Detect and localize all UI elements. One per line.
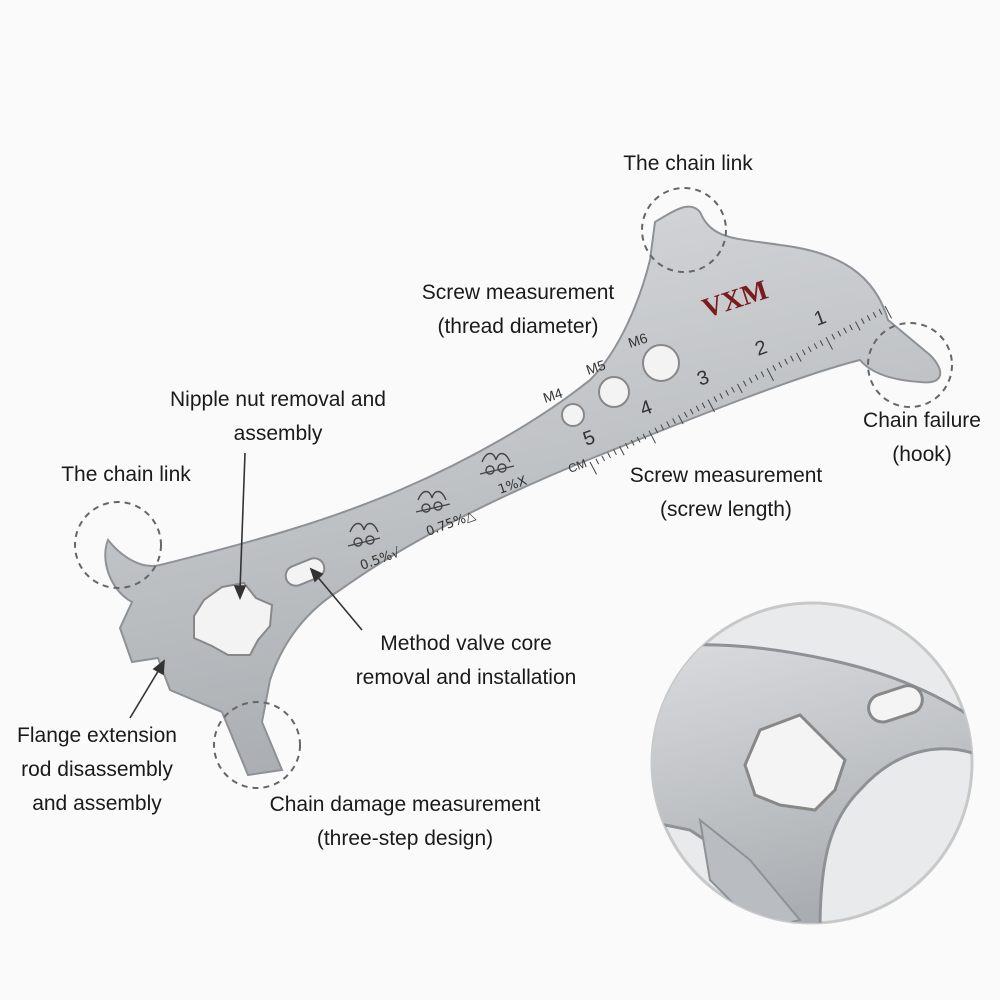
ruler-tick bbox=[636, 436, 641, 443]
ruler-tick bbox=[666, 421, 670, 427]
ruler-tick bbox=[695, 405, 700, 412]
highlight-circle-step bbox=[213, 701, 301, 789]
m6-label: M6 bbox=[626, 330, 650, 351]
label-line: (screw length) bbox=[660, 498, 792, 521]
ruler-tick bbox=[790, 355, 794, 362]
ruler-tick bbox=[831, 333, 836, 340]
wear-icon-1 bbox=[479, 452, 515, 475]
ruler-tick bbox=[855, 321, 861, 331]
ruler-tick bbox=[713, 396, 718, 403]
wear-icon-05 bbox=[347, 522, 381, 547]
label-line: The chain link bbox=[61, 463, 191, 486]
ruler-tick bbox=[872, 312, 877, 318]
label-chain-link-left: The chain link bbox=[46, 458, 206, 492]
label-line: Chain damage measurement bbox=[269, 793, 541, 816]
ruler-tick bbox=[607, 452, 611, 459]
wear-icon-075 bbox=[415, 490, 451, 513]
m4-label: M4 bbox=[541, 385, 565, 406]
ruler-tick bbox=[701, 402, 706, 409]
label-chain-damage: Chain damage measurement (three-step des… bbox=[240, 788, 570, 856]
label-screw-length: Screw measurement (screw length) bbox=[608, 459, 844, 527]
ruler-tick bbox=[748, 377, 753, 384]
label-line: (hook) bbox=[892, 443, 952, 466]
label-line: The chain link bbox=[623, 152, 753, 175]
ruler-tick bbox=[843, 327, 847, 334]
tool-body bbox=[104, 205, 942, 777]
ruler-tick bbox=[654, 427, 659, 434]
label-valve-core: Method valve core removal and installati… bbox=[332, 627, 600, 695]
ruler-tick bbox=[731, 386, 735, 393]
ruler-tick bbox=[725, 390, 729, 396]
ruler-tick bbox=[878, 308, 883, 315]
ruler-tick bbox=[601, 455, 606, 462]
label-line: Nipple nut removal and bbox=[170, 388, 386, 411]
ruler-tick bbox=[624, 443, 629, 449]
ruler-tick bbox=[737, 383, 743, 394]
ruler-tick bbox=[813, 343, 818, 349]
ruler-tick bbox=[866, 315, 871, 321]
ruler-tick bbox=[589, 461, 597, 475]
highlight-circle-left-hook bbox=[74, 501, 162, 589]
m5-label: M5 bbox=[584, 357, 608, 378]
label-line: Flange extension bbox=[17, 724, 177, 747]
label-line: Chain failure bbox=[863, 409, 981, 432]
ruler-tick bbox=[778, 361, 783, 368]
label-line: rod disassembly bbox=[21, 758, 173, 781]
ruler-scale bbox=[589, 305, 892, 475]
label-line: and assembly bbox=[32, 792, 162, 815]
m4-hole bbox=[561, 403, 585, 427]
ruler-tick bbox=[772, 365, 777, 371]
ruler-tick bbox=[766, 368, 774, 382]
ruler-unit: CM bbox=[566, 456, 588, 476]
ruler-tick bbox=[742, 380, 747, 387]
zoom-inset bbox=[652, 643, 972, 923]
label-line: Method valve core bbox=[380, 632, 552, 655]
ruler-tick bbox=[648, 430, 656, 444]
label-chain-failure: Chain failure (hook) bbox=[852, 404, 992, 472]
ruler-tick bbox=[630, 439, 635, 446]
pointer-arrow-valve bbox=[309, 567, 363, 631]
m6-hole bbox=[642, 344, 680, 382]
ruler-tick bbox=[837, 330, 842, 337]
ruler-tick bbox=[825, 336, 833, 350]
ruler-tick bbox=[801, 349, 806, 356]
ruler-tick bbox=[689, 408, 694, 415]
ruler-tick bbox=[884, 305, 892, 319]
label-line: assembly bbox=[233, 422, 323, 445]
ruler-tick bbox=[719, 393, 724, 399]
label-screw-diameter: Screw measurement (thread diameter) bbox=[398, 276, 638, 344]
ruler-tick bbox=[642, 433, 647, 440]
ruler-tick bbox=[683, 411, 688, 418]
ruler-tick bbox=[619, 446, 625, 456]
nipple-nut-hole bbox=[193, 581, 274, 656]
ruler-tick bbox=[754, 374, 759, 381]
ruler-tick bbox=[707, 399, 715, 413]
ruler-tick bbox=[760, 371, 765, 378]
ruler-tick bbox=[784, 358, 788, 365]
pointer-arrow-flange bbox=[129, 659, 165, 719]
ruler-tick bbox=[660, 424, 665, 431]
ruler-tick bbox=[613, 449, 617, 456]
ruler-tick bbox=[807, 346, 812, 353]
label-flange-extension: Flange extension rod disassembly and ass… bbox=[2, 719, 192, 821]
ruler-tick bbox=[860, 318, 865, 325]
ruler-tick bbox=[819, 340, 824, 346]
pointer-arrow-nipple bbox=[233, 452, 247, 601]
ruler-tick bbox=[672, 418, 676, 424]
m5-hole bbox=[598, 376, 630, 408]
label-line: Screw measurement bbox=[421, 281, 615, 304]
highlight-circle-right-hook bbox=[867, 322, 953, 408]
ruler-tick bbox=[849, 324, 853, 331]
ruler-tick bbox=[796, 352, 802, 362]
ruler-tick bbox=[678, 414, 684, 425]
label-nipple-nut: Nipple nut removal and assembly bbox=[148, 383, 408, 451]
label-line: Screw measurement bbox=[629, 464, 823, 487]
label-chain-link-top: The chain link bbox=[608, 147, 768, 181]
ruler-tick bbox=[595, 458, 600, 465]
label-line: (three-step design) bbox=[316, 827, 494, 850]
label-line: removal and installation bbox=[355, 666, 577, 689]
highlight-circle-top-hook bbox=[641, 187, 727, 273]
label-line: (thread diameter) bbox=[437, 315, 599, 338]
